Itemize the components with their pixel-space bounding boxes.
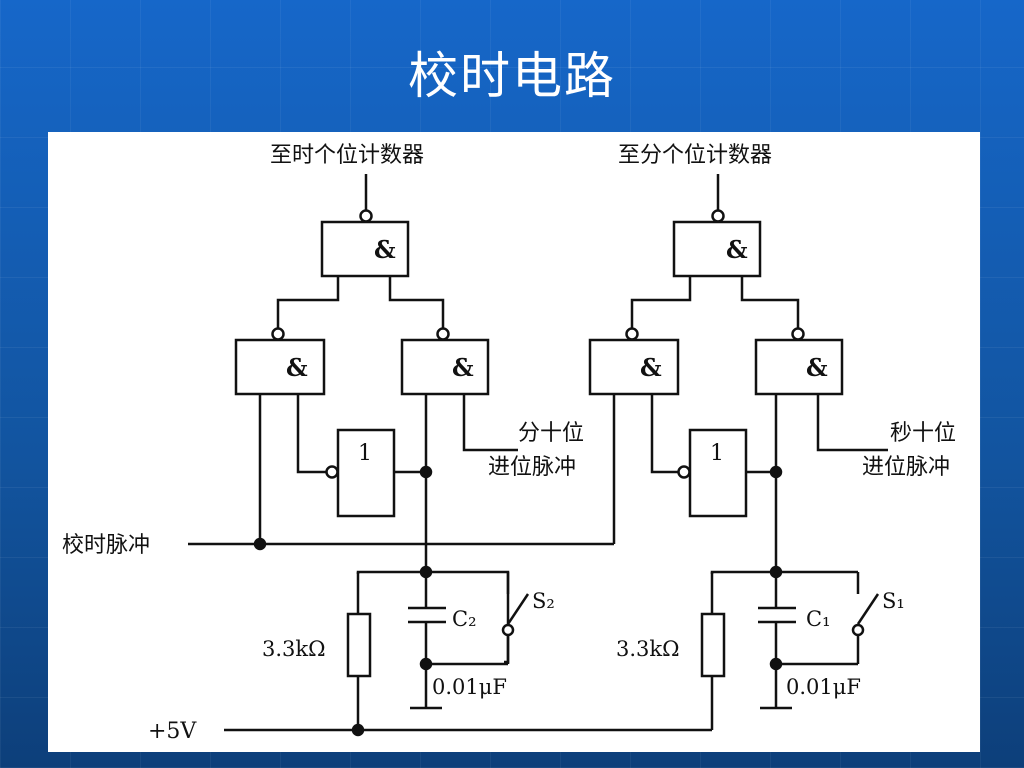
and-symbol: & [726,235,748,264]
inversion-bubble [359,209,373,223]
inversion-bubble [711,209,725,223]
switch-contact [851,623,865,637]
inversion-bubble [677,465,691,479]
nand-gate-top-left [320,220,410,278]
resistor-right [700,612,726,678]
label-second-tens-carry-l2: 进位脉冲 [862,455,950,480]
label-to-hour-counter: 至时个位计数器 [270,143,424,168]
label-second-tens-carry-l1: 秒十位 [890,421,956,446]
label-cap-right-name: C₁ [806,607,831,631]
resistor-left [346,612,372,678]
and-symbol: & [452,353,474,382]
label-minute-tens-carry-l1: 分十位 [518,421,584,446]
and-symbol: & [806,353,828,382]
right-circuit: 至分个位计数器 & & & 1 秒十位 进位脉冲 3.3kΩ [588,143,956,730]
label-cap-left-name: C₂ [452,607,477,631]
inversion-bubble [791,327,805,341]
label-supply: +5V [148,719,197,744]
label-resistor-right: 3.3kΩ [616,637,680,661]
left-circuit: 至时个位计数器 & & & 1 分十位 进位脉冲 [234,143,584,730]
label-resistor-left: 3.3kΩ [262,637,326,661]
nand-gate-mid-left-a [234,338,326,396]
inversion-bubble [325,465,339,479]
not-symbol: 1 [358,441,372,466]
label-calibration-pulse: 校时脉冲 [62,533,150,558]
and-symbol: & [374,235,396,264]
and-symbol: & [640,353,662,382]
nand-gate-mid-right-a [588,338,680,396]
circuit-diagram: 至时个位计数器 & & & 1 分十位 进位脉冲 [62,143,956,744]
diagram-panel: 至时个位计数器 & & & 1 分十位 进位脉冲 [48,132,980,752]
nand-gate-top-right [672,220,762,278]
label-minute-tens-carry-l2: 进位脉冲 [488,455,576,480]
label-cap-right-value: 0.01μF [786,675,861,699]
inversion-bubble [625,327,639,341]
shared-wiring: 校时脉冲 +5V [62,533,712,744]
nand-gate-mid-left-b [400,338,490,396]
label-to-minute-counter: 至分个位计数器 [618,143,772,168]
not-symbol: 1 [710,441,724,466]
junction-dot [351,723,365,737]
and-symbol: & [286,353,308,382]
label-switch-right: S₁ [882,589,905,613]
nand-gate-mid-right-b [754,338,844,396]
label-cap-left-value: 0.01μF [432,675,507,699]
inversion-bubble [436,327,450,341]
label-switch-left: S₂ [532,589,555,613]
inversion-bubble [271,327,285,341]
switch-contact [501,623,515,637]
slide-title: 校时电路 [408,47,616,105]
junction-dot [253,537,267,551]
